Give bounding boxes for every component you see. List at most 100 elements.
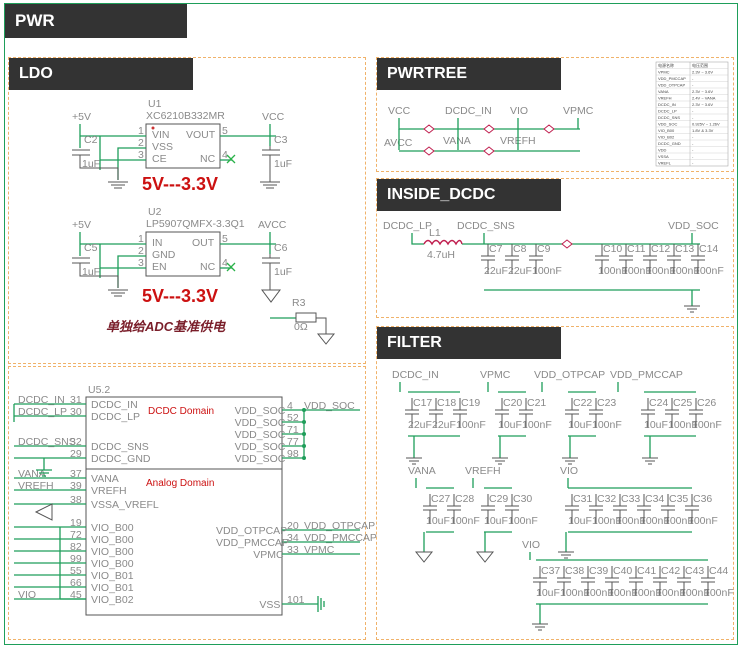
pin-number: 71 — [287, 424, 299, 436]
cap-value: 100nF — [640, 515, 670, 527]
pin-name: VIO_B00 — [91, 522, 134, 534]
cap-ref: C44 — [709, 565, 728, 577]
ldo-region — [8, 57, 366, 364]
cap-ref: C17 — [413, 397, 432, 409]
cap-ref: C18 — [437, 397, 456, 409]
net-label: VDD_OTPCAP — [304, 520, 375, 532]
filter-cap-array: DCDC_INC1722uFC1822uFC19100nFVPMCC2010uF… — [392, 369, 734, 631]
pin: NC — [200, 153, 216, 165]
filter-cap: C33 100nF — [613, 493, 646, 527]
c6-ref: C6 — [274, 242, 288, 254]
pin-number: 55 — [70, 565, 82, 577]
pin: OUT — [192, 237, 215, 249]
pin: VSS — [152, 141, 173, 153]
u2-body — [145, 231, 221, 277]
cap-value: 100nF — [598, 265, 628, 277]
filter-group: VIOC3110uFC32100nFC33100nFC34100nFC35100… — [558, 465, 718, 559]
cap-ref: C25 — [673, 397, 692, 409]
cap-value: 100nF — [694, 265, 724, 277]
pin-number: 45 — [70, 589, 82, 601]
c3-ref: C3 — [274, 134, 288, 146]
pin-number: 32 — [70, 436, 82, 448]
pin-number: 37 — [70, 468, 82, 480]
u1-part: XC6210B332MR — [146, 110, 225, 122]
pin-name: VDD_SOC — [235, 453, 286, 465]
pin-number: 20 — [287, 520, 299, 532]
analog-domain-label: Analog Domain — [146, 478, 214, 489]
pin-name: VDD_SOC — [235, 417, 286, 429]
pwr-title: PWR — [5, 4, 187, 38]
cap-ref: C33 — [621, 493, 640, 505]
cap-value: 100nF — [616, 515, 646, 527]
net-label: DCDC_LP — [383, 220, 432, 232]
c5-ref: C5 — [84, 242, 98, 254]
table-cell: 2.3V ~ 3.6V — [692, 89, 713, 94]
u5-ref: U5.2 — [88, 384, 110, 396]
filter-region — [376, 326, 734, 640]
cap-value: 100nF — [680, 587, 710, 599]
table-cell: VDD_PMCCAP — [658, 76, 686, 81]
pin-name: VSS — [259, 599, 280, 611]
pwrtree-region — [376, 57, 734, 172]
table-cell: DCDC_SNS — [658, 115, 680, 120]
pin-name: VIO_B00 — [91, 534, 134, 546]
pin-number: 72 — [70, 529, 82, 541]
filter-cap: C18 22uF — [429, 397, 456, 431]
net-label: VANA — [443, 135, 471, 147]
table-cell: DCDC_GND — [658, 141, 681, 146]
table-cell: - — [692, 147, 694, 152]
pin-num: 4 — [222, 149, 228, 161]
pin-number: 39 — [70, 480, 82, 492]
pin-name: DCDC_IN — [91, 399, 138, 411]
net-label: VREFH — [18, 480, 54, 492]
dcdc-domain-label: DCDC Domain — [148, 406, 214, 417]
pin-num: 5 — [222, 125, 228, 137]
table-cell: 2.4V ~ VANA — [692, 95, 716, 100]
net-label: VDD_SOC — [668, 220, 719, 232]
ldo-tab: LDO — [9, 58, 193, 90]
cap-value: 10uF — [568, 515, 592, 527]
vcc-label: VCC — [262, 111, 285, 123]
table-cell: 0.925V ~ 1.26V — [692, 121, 720, 126]
u2-part: LP5907QMFX-3.3Q1 — [146, 218, 245, 230]
pin-name: VIO_B01 — [91, 570, 134, 582]
l1-val: 4.7uH — [427, 249, 455, 261]
table-cell: - — [692, 115, 694, 120]
cap-value: 100nF — [522, 419, 552, 431]
pin: GND — [152, 249, 176, 261]
cap-value: 100nF — [592, 515, 622, 527]
pin: VIN — [152, 129, 170, 141]
cap-ref: C36 — [693, 493, 712, 505]
u1-body — [145, 123, 221, 169]
net-label: VANA — [18, 468, 46, 480]
inside-dcdc-tab: INSIDE_DCDC — [377, 179, 561, 211]
table-cell: - — [692, 160, 694, 165]
pin-name: VDD_SOC — [235, 405, 286, 417]
pin-num: 1 — [138, 233, 144, 245]
cap-ref: C29 — [489, 493, 508, 505]
net-label: VPMC — [563, 105, 594, 117]
table-cell: 2.3V ~ 3.6V — [692, 102, 713, 107]
cap-value: 22uF — [432, 419, 456, 431]
cap-ref: C43 — [685, 565, 704, 577]
net-label: VANA — [408, 465, 436, 477]
pin-number: 82 — [70, 541, 82, 553]
pin-number: 52 — [287, 412, 299, 424]
net-label: VIO — [510, 105, 528, 117]
cap-ref: C22 — [573, 397, 592, 409]
net-label: DCDC_IN — [18, 394, 65, 406]
